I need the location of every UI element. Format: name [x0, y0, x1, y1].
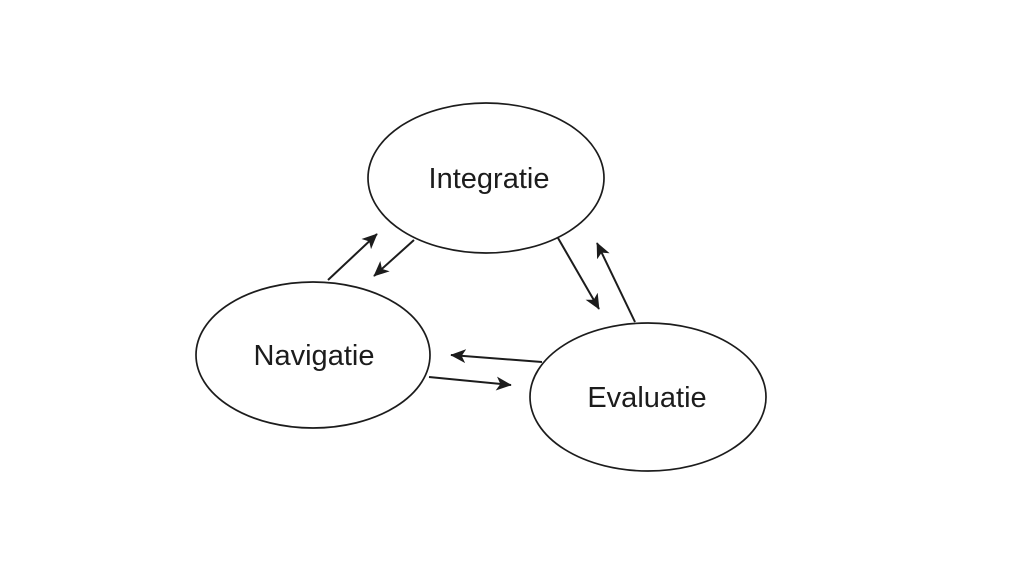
node-evaluatie-shape — [529, 322, 767, 472]
node-integratie-label: Integratie — [429, 163, 550, 195]
arrow-evaluatie-to-integratie — [596, 242, 636, 323]
node-navigatie-label: Navigatie — [254, 340, 375, 372]
node-integratie-shape — [367, 102, 605, 254]
node-navigatie: Navigatie — [195, 281, 431, 429]
arrow-evaluatie-to-navigatie — [450, 349, 543, 364]
arrow-navigatie-to-integratie — [327, 233, 378, 281]
arrow-integratie-to-navigatie — [373, 239, 415, 277]
node-evaluatie-label: Evaluatie — [587, 382, 706, 414]
arrow-navigatie-to-evaluatie — [428, 376, 512, 391]
edge-group — [327, 233, 636, 391]
arrow-integratie-to-evaluatie — [557, 237, 600, 310]
node-integratie: Integratie — [367, 102, 605, 254]
node-navigatie-shape — [195, 281, 431, 429]
node-evaluatie: Evaluatie — [529, 322, 767, 472]
